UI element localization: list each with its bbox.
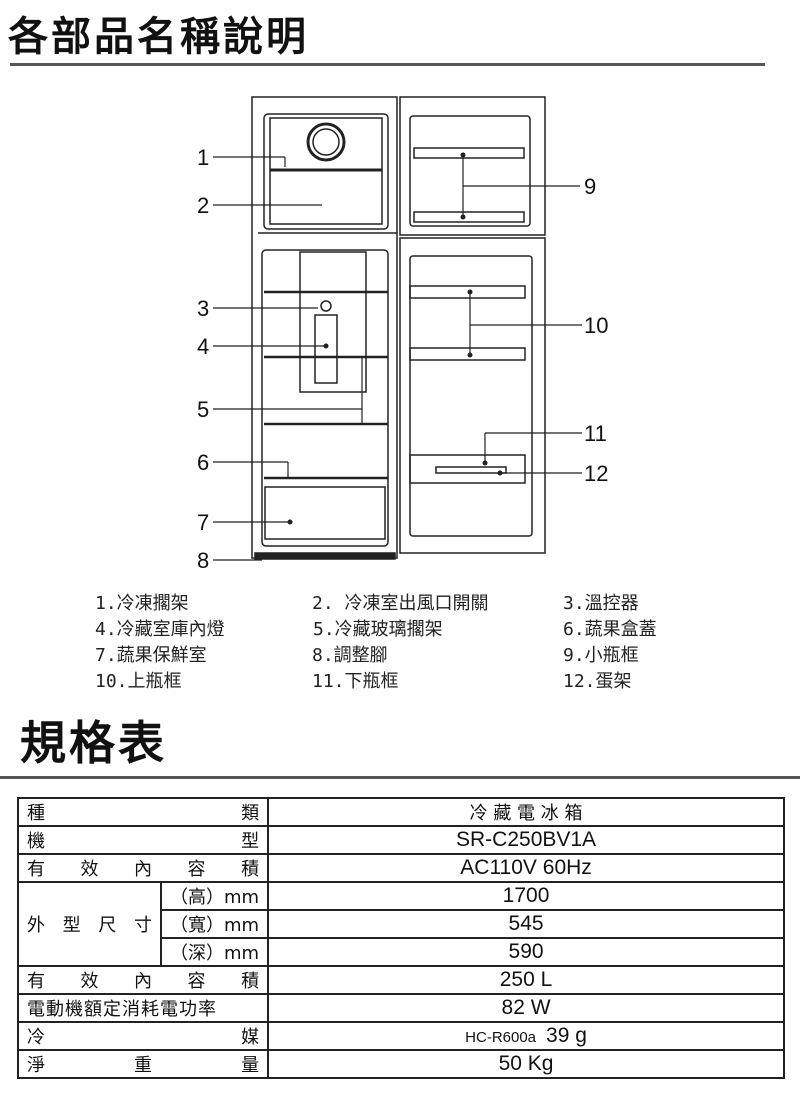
part-6: 6.蔬果盒蓋	[563, 619, 657, 640]
label: 型	[62, 915, 81, 936]
crisper-drawer	[264, 486, 386, 540]
callout-4: 4	[197, 334, 209, 359]
label: 內	[134, 971, 153, 992]
spec-row-depth: （深）mm 590	[18, 937, 785, 967]
callout-1: 1	[197, 145, 209, 170]
label: 有	[27, 971, 45, 992]
sub-label: （深）mm	[159, 937, 270, 967]
spec-value: 250 L	[267, 965, 785, 995]
part-4: 4.冷藏室庫內燈	[95, 619, 225, 640]
fridge-door	[399, 237, 546, 554]
part-3: 3.溫控器	[563, 593, 639, 614]
spec-value: 545	[267, 909, 785, 939]
part-7: 7.蔬果保鮮室	[95, 645, 207, 666]
label: 型	[241, 831, 260, 852]
callout-6: 6	[197, 450, 209, 475]
sub-label: （寬）mm	[159, 909, 270, 939]
part-9: 9.小瓶框	[563, 645, 639, 666]
part-8: 8.調整腳	[312, 645, 388, 666]
parts-title: 各部品名稱說明	[8, 14, 309, 60]
label: 機	[27, 831, 45, 852]
callout-9: 9	[584, 174, 596, 199]
label: 寸	[133, 915, 152, 936]
spec-value: 1700	[267, 881, 785, 911]
part-11: 11.下瓶框	[312, 671, 399, 692]
spec-row-net-weight: 淨 重 量 50 Kg	[16, 1049, 785, 1079]
specs-title: 規格表	[20, 716, 167, 770]
spec-row-height: 外型尺寸 （高）mm 1700	[17, 881, 785, 967]
title-divider	[10, 63, 765, 66]
spec-row-model: 機 型 SR-C250BV1A	[16, 825, 785, 855]
part-5: 5.冷藏玻璃擱架	[313, 619, 443, 640]
spec-row-capacity: 有 效 內 容 積 250 L	[16, 965, 785, 995]
label: 有	[27, 859, 45, 880]
callout-2: 2	[197, 193, 209, 218]
callout-12: 12	[584, 461, 608, 486]
label: 尺	[98, 915, 117, 936]
freezer-compartment	[263, 113, 389, 230]
callout-10: 10	[584, 313, 608, 338]
spec-value: 82 W	[267, 993, 785, 1023]
label: 效	[80, 859, 99, 880]
sub-label: （高）mm	[159, 881, 270, 911]
label: 冷	[27, 1027, 45, 1048]
spec-row-power-supply: 有 效 內 容 積 AC110V 60Hz	[16, 853, 785, 883]
label: 積	[241, 971, 260, 992]
label: 媒	[241, 1027, 260, 1048]
label: 淨	[27, 1055, 45, 1076]
spec-value: SR-C250BV1A	[267, 825, 785, 855]
refrigerator-diagram: 1 2 3 4 5 6 7 8 9 10 11 12	[197, 96, 608, 573]
fan-cover	[306, 122, 346, 162]
spec-value: 39 g	[546, 1024, 587, 1047]
spec-value: 冷 藏 電 冰 箱	[267, 797, 785, 827]
label: 容	[187, 859, 206, 880]
part-2: 2. 冷凍室出風口開關	[312, 593, 489, 614]
callout-8: 8	[197, 548, 209, 573]
label: 種	[27, 803, 45, 824]
callout-7: 7	[197, 510, 209, 535]
fridge-compartment	[261, 249, 389, 547]
spec-row-width: （寬）mm 545	[18, 909, 785, 939]
spec-row-refrigerant: 冷 媒 HC-R600a 39 g	[16, 1021, 785, 1051]
callout-5: 5	[197, 397, 209, 422]
label: 類	[241, 803, 260, 824]
spec-value: 590	[267, 937, 785, 967]
callout-3: 3	[197, 296, 209, 321]
specs-table: 種類 冷 藏 電 冰 箱 機型 SR-C250BV1A 有效內容積 AC110V…	[16, 797, 785, 1079]
label: 積	[241, 859, 260, 880]
callout-11: 11	[584, 421, 607, 446]
spec-value: 50 Kg	[267, 1049, 785, 1079]
part-1: 1.冷凍擱架	[95, 593, 189, 614]
spec-row-motor-power: 電動機額定消耗電功率 82 W	[16, 993, 785, 1023]
label: 電動機額定消耗電功率	[16, 993, 270, 1023]
label: 外	[27, 915, 45, 936]
spec-row-type: 種類 冷 藏 電 冰 箱	[16, 797, 785, 827]
label: 內	[134, 859, 153, 880]
label: 量	[241, 1055, 260, 1076]
refrigerant-type: HC-R600a	[465, 1029, 537, 1046]
label: 重	[134, 1055, 153, 1076]
part-10: 10.上瓶框	[95, 671, 182, 692]
part-12: 12.蛋架	[563, 671, 632, 692]
freezer-door	[399, 96, 546, 236]
label: 容	[187, 971, 206, 992]
spec-value: AC110V 60Hz	[267, 853, 785, 883]
fridge-body	[251, 96, 398, 559]
specs-divider	[0, 776, 800, 779]
label: 效	[80, 971, 99, 992]
